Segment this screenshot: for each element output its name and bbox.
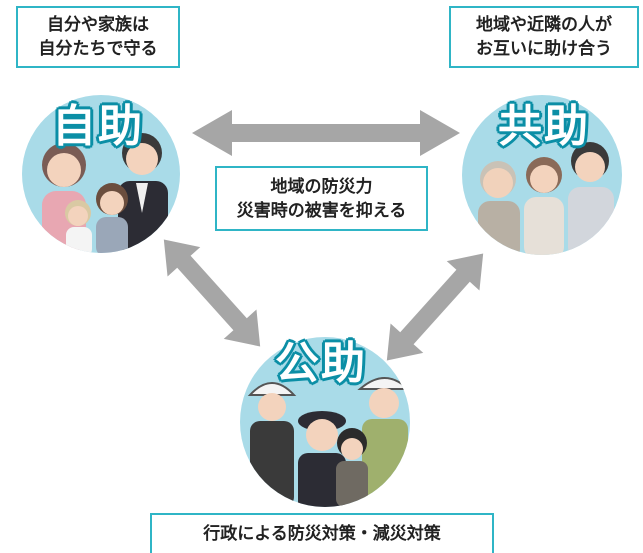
public-help-caption: 行政による防災対策・減災対策 bbox=[203, 524, 441, 544]
center-box: 地域の防災力 災害時の被害を抑える bbox=[215, 166, 428, 231]
public-help-title: 公助 bbox=[275, 338, 367, 389]
self-help-caption-line2: 自分たちで守る bbox=[38, 39, 158, 59]
self-help-caption-line1: 自分や家族は bbox=[47, 15, 149, 35]
neighbors-illustration bbox=[478, 142, 614, 255]
arrow-self-public bbox=[163, 239, 261, 347]
public-help-circle bbox=[240, 337, 410, 507]
arrow-self-mutual bbox=[192, 110, 460, 156]
self-help-circle bbox=[22, 95, 180, 253]
public-help-caption-box: 行政による防災対策・減災対策 bbox=[150, 513, 494, 553]
mutual-help-caption-line2: お互いに助け合う bbox=[476, 39, 612, 59]
mutual-help-circle bbox=[462, 95, 622, 255]
self-help-caption-box: 自分や家族は 自分たちで守る bbox=[16, 6, 180, 68]
responders-illustration bbox=[247, 377, 410, 507]
arrow-mutual-public bbox=[386, 253, 484, 361]
center-line1: 地域の防災力 bbox=[270, 176, 373, 197]
mutual-help-caption-box: 地域や近隣の人が お互いに助け合う bbox=[449, 6, 639, 68]
self-help-title: 自助 bbox=[52, 101, 144, 152]
mutual-help-caption-line1: 地域や近隣の人が bbox=[476, 15, 612, 35]
family-illustration bbox=[42, 133, 168, 253]
center-line2: 災害時の被害を抑える bbox=[236, 200, 407, 221]
mutual-help-title: 共助 bbox=[498, 101, 590, 152]
